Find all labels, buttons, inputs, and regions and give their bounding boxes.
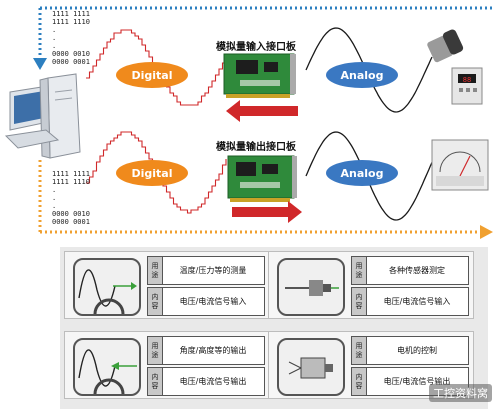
binary-line: . <box>52 42 57 50</box>
usage-text: 电机的控制 <box>397 345 437 355</box>
content-text: 电压/电流信号输出 <box>383 376 451 386</box>
binary-line: 0000 0010 <box>52 210 90 218</box>
panel-meter-icon: 88 <box>451 67 483 105</box>
input-interface-board-icon <box>223 53 296 98</box>
usage-text: 各种传感器测定 <box>389 265 445 275</box>
usage-card: 用途 温度/压力等的测量内容 电压/电流信号输入 <box>64 251 270 319</box>
binary-line: 1111 1111 <box>52 170 90 178</box>
content-text: 电压/电流信号输入 <box>179 296 247 306</box>
left-red-arrow-icon <box>226 100 298 122</box>
signal-flow-illustration: 88 <box>4 6 493 239</box>
binary-line: 0000 0010 <box>52 50 90 58</box>
usage-row: 用途 角度/高度等的输出 <box>147 336 265 365</box>
usage-row: 用途 电机的控制 <box>351 336 469 365</box>
binary-line: 1111 1110 <box>52 18 90 26</box>
usage-text: 角度/高度等的输出 <box>179 345 247 355</box>
binary-line: . <box>52 202 57 210</box>
watermark: 工控资料窝 <box>429 384 492 402</box>
row-tag: 用途 <box>148 257 163 284</box>
row-tag: 用途 <box>352 337 367 364</box>
down-arrow-icon <box>33 58 47 70</box>
binary-line: . <box>52 186 57 194</box>
analog-label-output: Analog <box>326 160 398 186</box>
right-arrow-icon <box>480 225 493 239</box>
analog-meter-icon <box>431 139 489 191</box>
output-board-title: 模拟量输出接口板 <box>216 142 296 153</box>
right-red-arrow-icon <box>232 201 302 223</box>
row-tag: 内容 <box>148 288 163 315</box>
content-row: 内容 电压/电流信号输入 <box>351 287 469 316</box>
usage-card: 用途 角度/高度等的输出内容 电压/电流信号输出 <box>64 331 270 399</box>
content-row: 内容 电压/电流信号输出 <box>147 367 265 396</box>
usage-row: 用途 温度/压力等的测量 <box>147 256 265 285</box>
motor-icon <box>277 338 345 396</box>
sensor-icon <box>427 29 464 63</box>
sensor-probe-icon <box>277 258 345 316</box>
content-row: 内容 电压/电流信号输入 <box>147 287 265 316</box>
row-tag: 用途 <box>148 337 163 364</box>
svg-text:88: 88 <box>463 76 471 84</box>
wave-scope-icon <box>73 338 141 396</box>
binary-line: 1111 1110 <box>52 178 90 186</box>
usage-card: 用途 各种传感器测定内容 电压/电流信号输入 <box>268 251 474 319</box>
binary-line: . <box>52 26 57 34</box>
row-tag: 内容 <box>352 368 367 395</box>
input-board-title: 模拟量输入接口板 <box>216 42 296 53</box>
computer-icon <box>4 73 81 159</box>
binary-line: 0000 0001 <box>52 218 90 226</box>
output-interface-board-icon <box>227 155 297 202</box>
row-tag: 内容 <box>148 368 163 395</box>
usage-row: 用途 各种传感器测定 <box>351 256 469 285</box>
content-text: 电压/电流信号输入 <box>383 296 451 306</box>
usage-text: 温度/压力等的测量 <box>179 265 247 275</box>
binary-line: . <box>52 194 57 202</box>
content-text: 电压/电流信号输出 <box>179 376 247 386</box>
binary-line: 0000 0001 <box>52 58 90 66</box>
digital-label-output: Digital <box>116 160 188 186</box>
binary-line: 1111 1111 <box>52 10 90 18</box>
wave-scope-icon <box>73 258 141 316</box>
digital-label-input: Digital <box>116 62 188 88</box>
analog-label-input: Analog <box>326 62 398 88</box>
row-tag: 内容 <box>352 288 367 315</box>
binary-line: . <box>52 34 57 42</box>
row-tag: 用途 <box>352 257 367 284</box>
